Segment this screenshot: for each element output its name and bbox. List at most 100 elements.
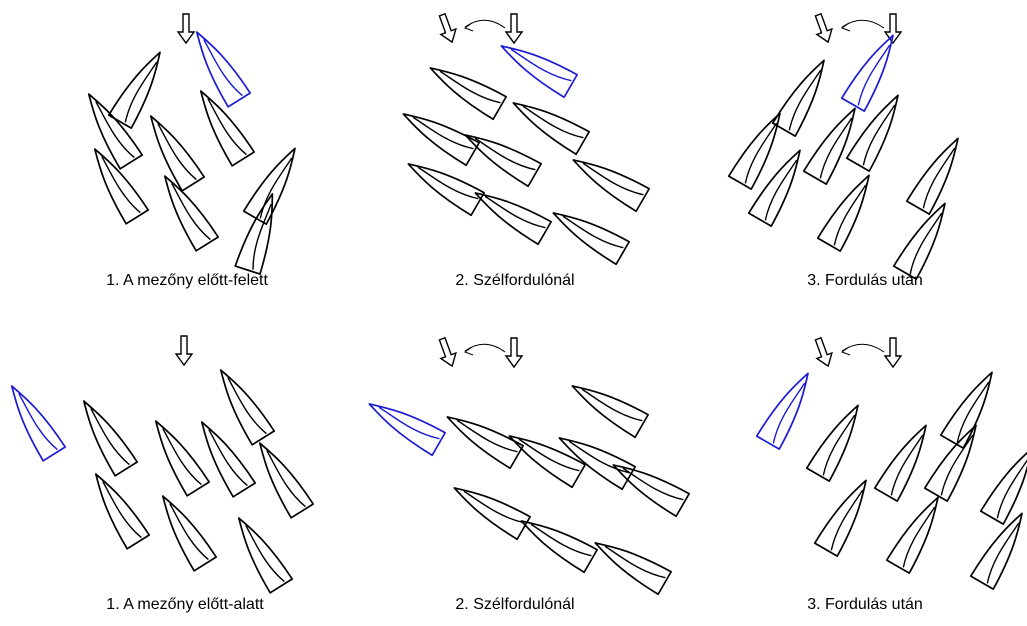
boat-hull <box>727 112 781 190</box>
sailboat-icon <box>446 416 524 470</box>
boat-sail-line <box>266 450 306 508</box>
sailboat-icon <box>816 174 870 252</box>
sailboat-icon <box>845 94 899 172</box>
boat-hull <box>771 59 825 137</box>
boat-hull <box>840 34 894 112</box>
boat-hull <box>558 437 636 491</box>
boat-hull <box>446 416 524 470</box>
boat-sail-line <box>940 434 974 496</box>
boat-sail-line <box>890 434 924 496</box>
boat-sail-line <box>101 156 141 214</box>
sailboat-icon <box>892 202 946 280</box>
sailboat-icon <box>237 517 294 594</box>
boat-sail-line <box>169 503 209 561</box>
caption-bottom-1: 1. A mezőny előtt-alatt <box>106 596 264 613</box>
boat-sail-line <box>95 101 135 159</box>
wind-arrow-icon <box>176 13 196 45</box>
boat-sail-line <box>833 184 867 246</box>
boat-sail-line <box>582 162 644 196</box>
boat-sail-line <box>162 428 202 486</box>
sailboat-icon <box>508 435 586 489</box>
boat-sail-line <box>862 104 896 166</box>
boat-sail-line <box>772 382 806 444</box>
boat-hull <box>520 520 598 574</box>
sailboat-icon <box>727 112 781 190</box>
sailboat-icon <box>107 51 161 129</box>
boat-sail-line <box>227 377 267 435</box>
boat-hull <box>93 148 150 225</box>
sailboat-icon <box>520 520 598 574</box>
boat-sail-line <box>902 506 936 568</box>
boat-sail-line <box>157 123 197 181</box>
sailboat-icon <box>93 148 150 225</box>
sailboat-icon <box>558 437 636 491</box>
boat-hull <box>237 517 294 594</box>
boat-hull <box>873 424 927 502</box>
boat-hull <box>892 202 946 280</box>
boat-sail-line <box>764 159 798 221</box>
caption-bottom-3: 3. Fordulás után <box>807 596 923 613</box>
boat-hull <box>969 512 1023 590</box>
boat-hull <box>747 149 801 227</box>
boat-hull <box>163 175 220 252</box>
sailboat-icon <box>512 102 590 156</box>
sailboat-icon <box>200 421 257 498</box>
sailboat-icon <box>163 175 220 252</box>
sailboat-icon <box>594 542 672 596</box>
boat-sail-line <box>18 393 58 451</box>
boat-sail-line <box>510 48 572 82</box>
boat-hull <box>402 113 480 167</box>
boat-hull <box>87 93 144 170</box>
boat-hull <box>813 479 867 557</box>
boat-hull <box>199 90 256 167</box>
boat-hull <box>802 107 856 185</box>
caption-bottom-2: 2. Szélfordulónál <box>455 596 575 613</box>
sailboat-icon <box>464 134 542 188</box>
wind-arrow-icon <box>883 337 903 369</box>
boat-sail-line <box>412 116 474 150</box>
caption-top-2: 2. Szélfordulónál <box>455 272 575 289</box>
wind-arrow-icon <box>883 13 903 45</box>
boat-hull <box>500 45 578 99</box>
sailboat-icon <box>429 67 507 121</box>
boat-sail-line <box>259 157 293 219</box>
sailboat-icon <box>161 495 218 572</box>
highlighted-sailboat-icon <box>500 45 578 99</box>
boat-sail-line <box>417 166 479 200</box>
boat-hull <box>234 193 274 275</box>
boat-sail-line <box>996 457 1027 519</box>
boat-hull <box>905 137 959 215</box>
sailboat-icon <box>969 512 1023 590</box>
boat-hull <box>594 542 672 596</box>
boat-hull <box>453 487 531 541</box>
boat-sail-line <box>744 122 778 184</box>
sailboat-icon <box>805 404 859 482</box>
caption-top-1: 1. A mezőny előtt-felett <box>106 272 268 289</box>
caption-top-3: 3. Fordulás után <box>807 272 923 289</box>
wind-arrow-icon-shifted <box>438 12 457 44</box>
highlighted-sailboat-icon <box>368 403 446 457</box>
sailboat-icon <box>771 59 825 137</box>
boat-sail-line <box>986 522 1020 584</box>
boat-sail-line <box>203 39 243 97</box>
boat-hull <box>82 400 139 477</box>
boat-sail-line <box>252 203 272 270</box>
boat-sail-line <box>622 467 684 501</box>
boat-sail-line <box>124 61 158 123</box>
boat-hull <box>407 163 485 217</box>
boat-sail-line <box>956 381 990 443</box>
boat-hull <box>979 447 1027 525</box>
sailboat-icon <box>474 192 552 246</box>
sailboat-icon <box>234 193 274 275</box>
boat-hull <box>219 369 276 446</box>
highlighted-sailboat-icon <box>10 385 67 462</box>
sailboat-icon <box>407 163 485 217</box>
boat-sail-line <box>245 525 285 583</box>
boat-sail-line <box>530 523 592 557</box>
highlighted-sailboat-icon <box>755 372 809 450</box>
boat-hull <box>242 147 296 225</box>
boat-hull <box>200 421 257 498</box>
boat-hull <box>805 404 859 482</box>
boat-sail-line <box>822 414 856 476</box>
